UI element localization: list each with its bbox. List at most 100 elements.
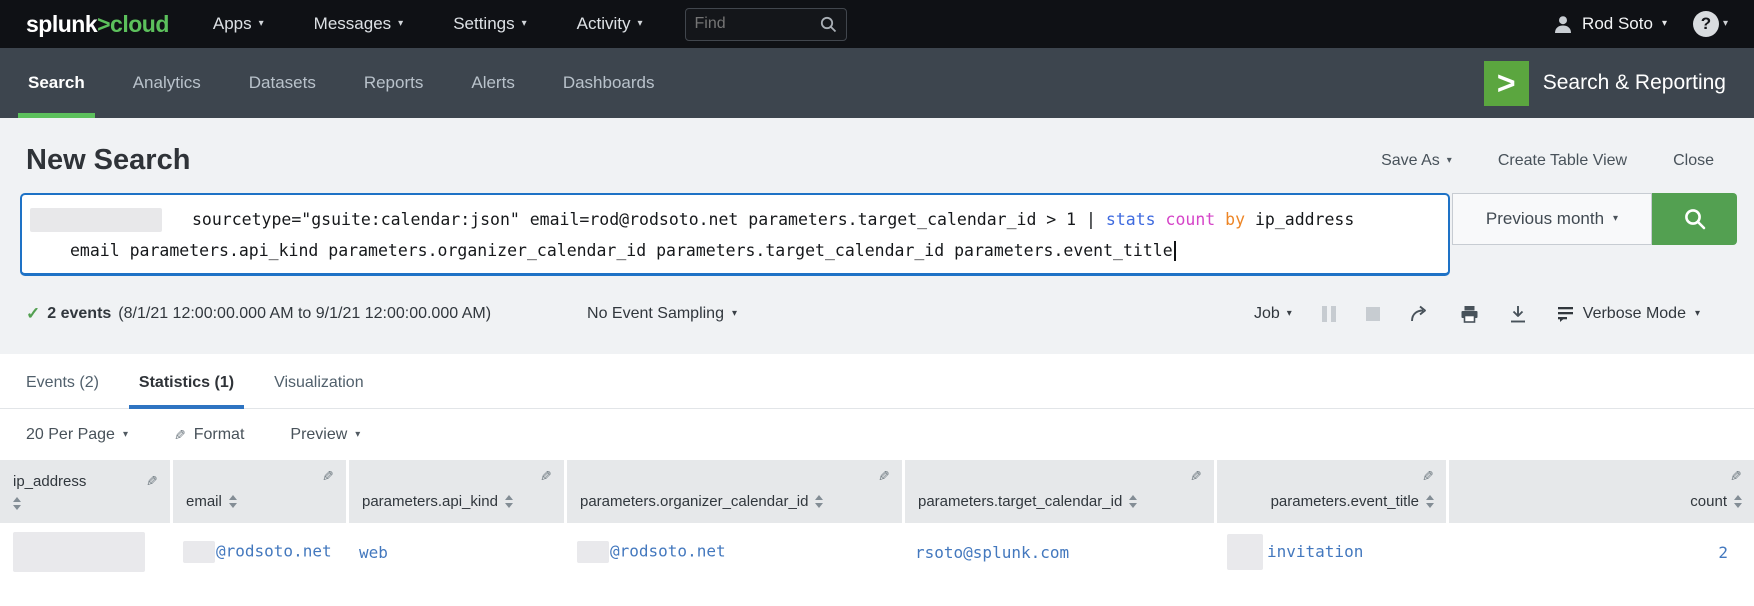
tab-visualization[interactable]: Visualization: [274, 374, 364, 408]
print-icon[interactable]: [1460, 305, 1479, 323]
column-header-count[interactable]: ✎ count: [1446, 460, 1754, 523]
column-header-organizer-calendar-id[interactable]: ✎ parameters.organizer_calendar_id: [564, 460, 902, 523]
column-header-event-title[interactable]: ✎ parameters.event_title: [1214, 460, 1446, 523]
column-header-api-kind[interactable]: ✎ parameters.api_kind: [346, 460, 564, 523]
menu-settings[interactable]: Settings ▾: [453, 14, 526, 34]
user-menu[interactable]: Rod Soto ▾: [1553, 14, 1667, 34]
menu-messages[interactable]: Messages ▾: [314, 14, 404, 34]
nav-tab-dashboards[interactable]: Dashboards: [563, 48, 655, 118]
help-menu[interactable]: ? ▾: [1692, 11, 1728, 37]
find-search-box[interactable]: [684, 7, 847, 41]
column-label: parameters.api_kind: [362, 493, 498, 510]
pencil-icon[interactable]: ✎: [1730, 468, 1742, 484]
sort-icon[interactable]: [1129, 495, 1138, 508]
results-tabs: Events (2) Statistics (1) Visualization: [0, 354, 1754, 409]
time-range-picker[interactable]: Previous month ▾: [1452, 193, 1652, 245]
chevron-down-icon: ▾: [1722, 18, 1728, 29]
pencil-icon[interactable]: ✎: [540, 468, 552, 484]
column-header-email[interactable]: ✎ email: [170, 460, 346, 523]
cell-target-calendar-id[interactable]: rsoto@splunk.com: [902, 523, 1214, 581]
event-sampling-menu[interactable]: No Event Sampling ▾: [587, 305, 737, 323]
column-label: email: [186, 493, 222, 510]
tab-statistics[interactable]: Statistics (1): [128, 374, 245, 409]
close-button[interactable]: Close: [1673, 152, 1714, 170]
splunk-cloud-logo[interactable]: splunk>cloud: [26, 11, 169, 38]
menu-settings-label: Settings: [453, 14, 515, 33]
menu-apps-label: Apps: [212, 14, 252, 33]
column-header-target-calendar-id[interactable]: ✎ parameters.target_calendar_id: [902, 460, 1214, 523]
pencil-icon[interactable]: ✎: [146, 473, 158, 489]
nav-tab-alerts[interactable]: Alerts: [471, 48, 514, 118]
chevron-down-icon: ▾: [1694, 308, 1700, 319]
tab-label: Visualization: [274, 374, 364, 391]
nav-tab-reports[interactable]: Reports: [364, 48, 424, 118]
pencil-icon[interactable]: ✎: [322, 468, 334, 484]
job-done-check-icon: ✓: [26, 304, 41, 323]
page-title: New Search: [26, 144, 191, 176]
cell-ip-address[interactable]: [0, 523, 170, 581]
chevron-down-icon: ▾: [258, 18, 264, 29]
stop-job-icon[interactable]: [1365, 307, 1380, 321]
nav-tab-search[interactable]: Search: [18, 48, 95, 118]
create-table-view-button[interactable]: Create Table View: [1498, 152, 1627, 170]
redacted-value: [577, 541, 609, 563]
search-query-input[interactable]: sourcetype="gsuite:calendar:json" email=…: [20, 193, 1450, 276]
query-command-token: stats: [1105, 210, 1166, 229]
column-label: parameters.organizer_calendar_id: [580, 493, 809, 510]
cell-api-kind[interactable]: web: [346, 523, 564, 581]
current-app[interactable]: > Search & Reporting: [1483, 48, 1726, 118]
sort-icon[interactable]: [1734, 495, 1742, 508]
search-reporting-app-icon: >: [1483, 60, 1529, 106]
result-summary: ✓ 2 events (8/1/21 12:00:00.000 AM to 9/…: [26, 304, 491, 324]
user-name: Rod Soto: [1582, 14, 1653, 33]
nav-tab-analytics[interactable]: Analytics: [133, 48, 201, 118]
cell-email[interactable]: @rodsoto.net: [170, 523, 346, 581]
per-page-label: 20 Per Page: [26, 426, 115, 443]
share-job-icon[interactable]: [1410, 305, 1430, 323]
cell-value-link[interactable]: web: [359, 542, 388, 562]
redacted-value: [13, 532, 145, 573]
redacted-value: [183, 541, 215, 563]
cell-value-link[interactable]: invitation: [1267, 541, 1364, 561]
export-download-icon[interactable]: [1509, 305, 1527, 323]
cell-value-link[interactable]: @rodsoto.net: [216, 541, 332, 561]
cell-value-link[interactable]: rsoto@splunk.com: [915, 542, 1070, 562]
menu-apps[interactable]: Apps ▾: [213, 14, 264, 34]
column-header-ip-address[interactable]: ip_address ✎: [0, 460, 170, 523]
app-navigation-bar: Search Analytics Datasets Reports Alerts…: [0, 48, 1754, 118]
menu-activity[interactable]: Activity ▾: [577, 14, 643, 34]
cell-count[interactable]: 2: [1446, 523, 1754, 581]
tab-events[interactable]: Events (2): [26, 374, 99, 408]
chevron-down-icon: ▾: [122, 429, 128, 440]
run-search-button[interactable]: [1652, 193, 1737, 245]
format-button[interactable]: ✎ Format: [174, 426, 244, 444]
nav-tab-datasets[interactable]: Datasets: [249, 48, 316, 118]
job-menu[interactable]: Job ▾: [1254, 305, 1292, 323]
pencil-icon[interactable]: ✎: [1190, 468, 1202, 484]
save-as-button[interactable]: Save As ▾: [1381, 152, 1452, 170]
per-page-menu[interactable]: 20 Per Page ▾: [26, 426, 128, 444]
preview-menu[interactable]: Preview ▾: [290, 426, 360, 444]
sort-icon[interactable]: [815, 495, 824, 508]
pencil-icon[interactable]: ✎: [878, 468, 890, 484]
verbose-mode-icon: [1557, 307, 1573, 322]
pause-job-icon[interactable]: [1321, 306, 1336, 322]
cell-value-link[interactable]: 2: [1718, 542, 1728, 562]
menu-activity-label: Activity: [576, 14, 631, 33]
query-plain-text: sourcetype="gsuite:calendar:json" email=…: [192, 210, 1106, 229]
sort-icon[interactable]: [1426, 495, 1434, 508]
sort-icon[interactable]: [504, 495, 513, 508]
chevron-down-icon: ▾: [398, 18, 404, 29]
cell-value-link[interactable]: @rodsoto.net: [610, 541, 726, 561]
cell-event-title[interactable]: invitation: [1214, 523, 1446, 581]
search-mode-menu[interactable]: Verbose Mode ▾: [1557, 305, 1700, 323]
sort-icon[interactable]: [13, 497, 21, 510]
job-controls: Job ▾: [1254, 305, 1700, 323]
close-label: Close: [1673, 152, 1714, 169]
sort-icon[interactable]: [228, 495, 237, 508]
cell-organizer-calendar-id[interactable]: @rodsoto.net: [564, 523, 902, 581]
pencil-icon[interactable]: ✎: [1422, 468, 1434, 484]
nav-tab-label: Reports: [363, 73, 424, 92]
query-fields-text: email parameters.api_kind parameters.org…: [70, 241, 1173, 260]
find-input[interactable]: [694, 15, 820, 33]
